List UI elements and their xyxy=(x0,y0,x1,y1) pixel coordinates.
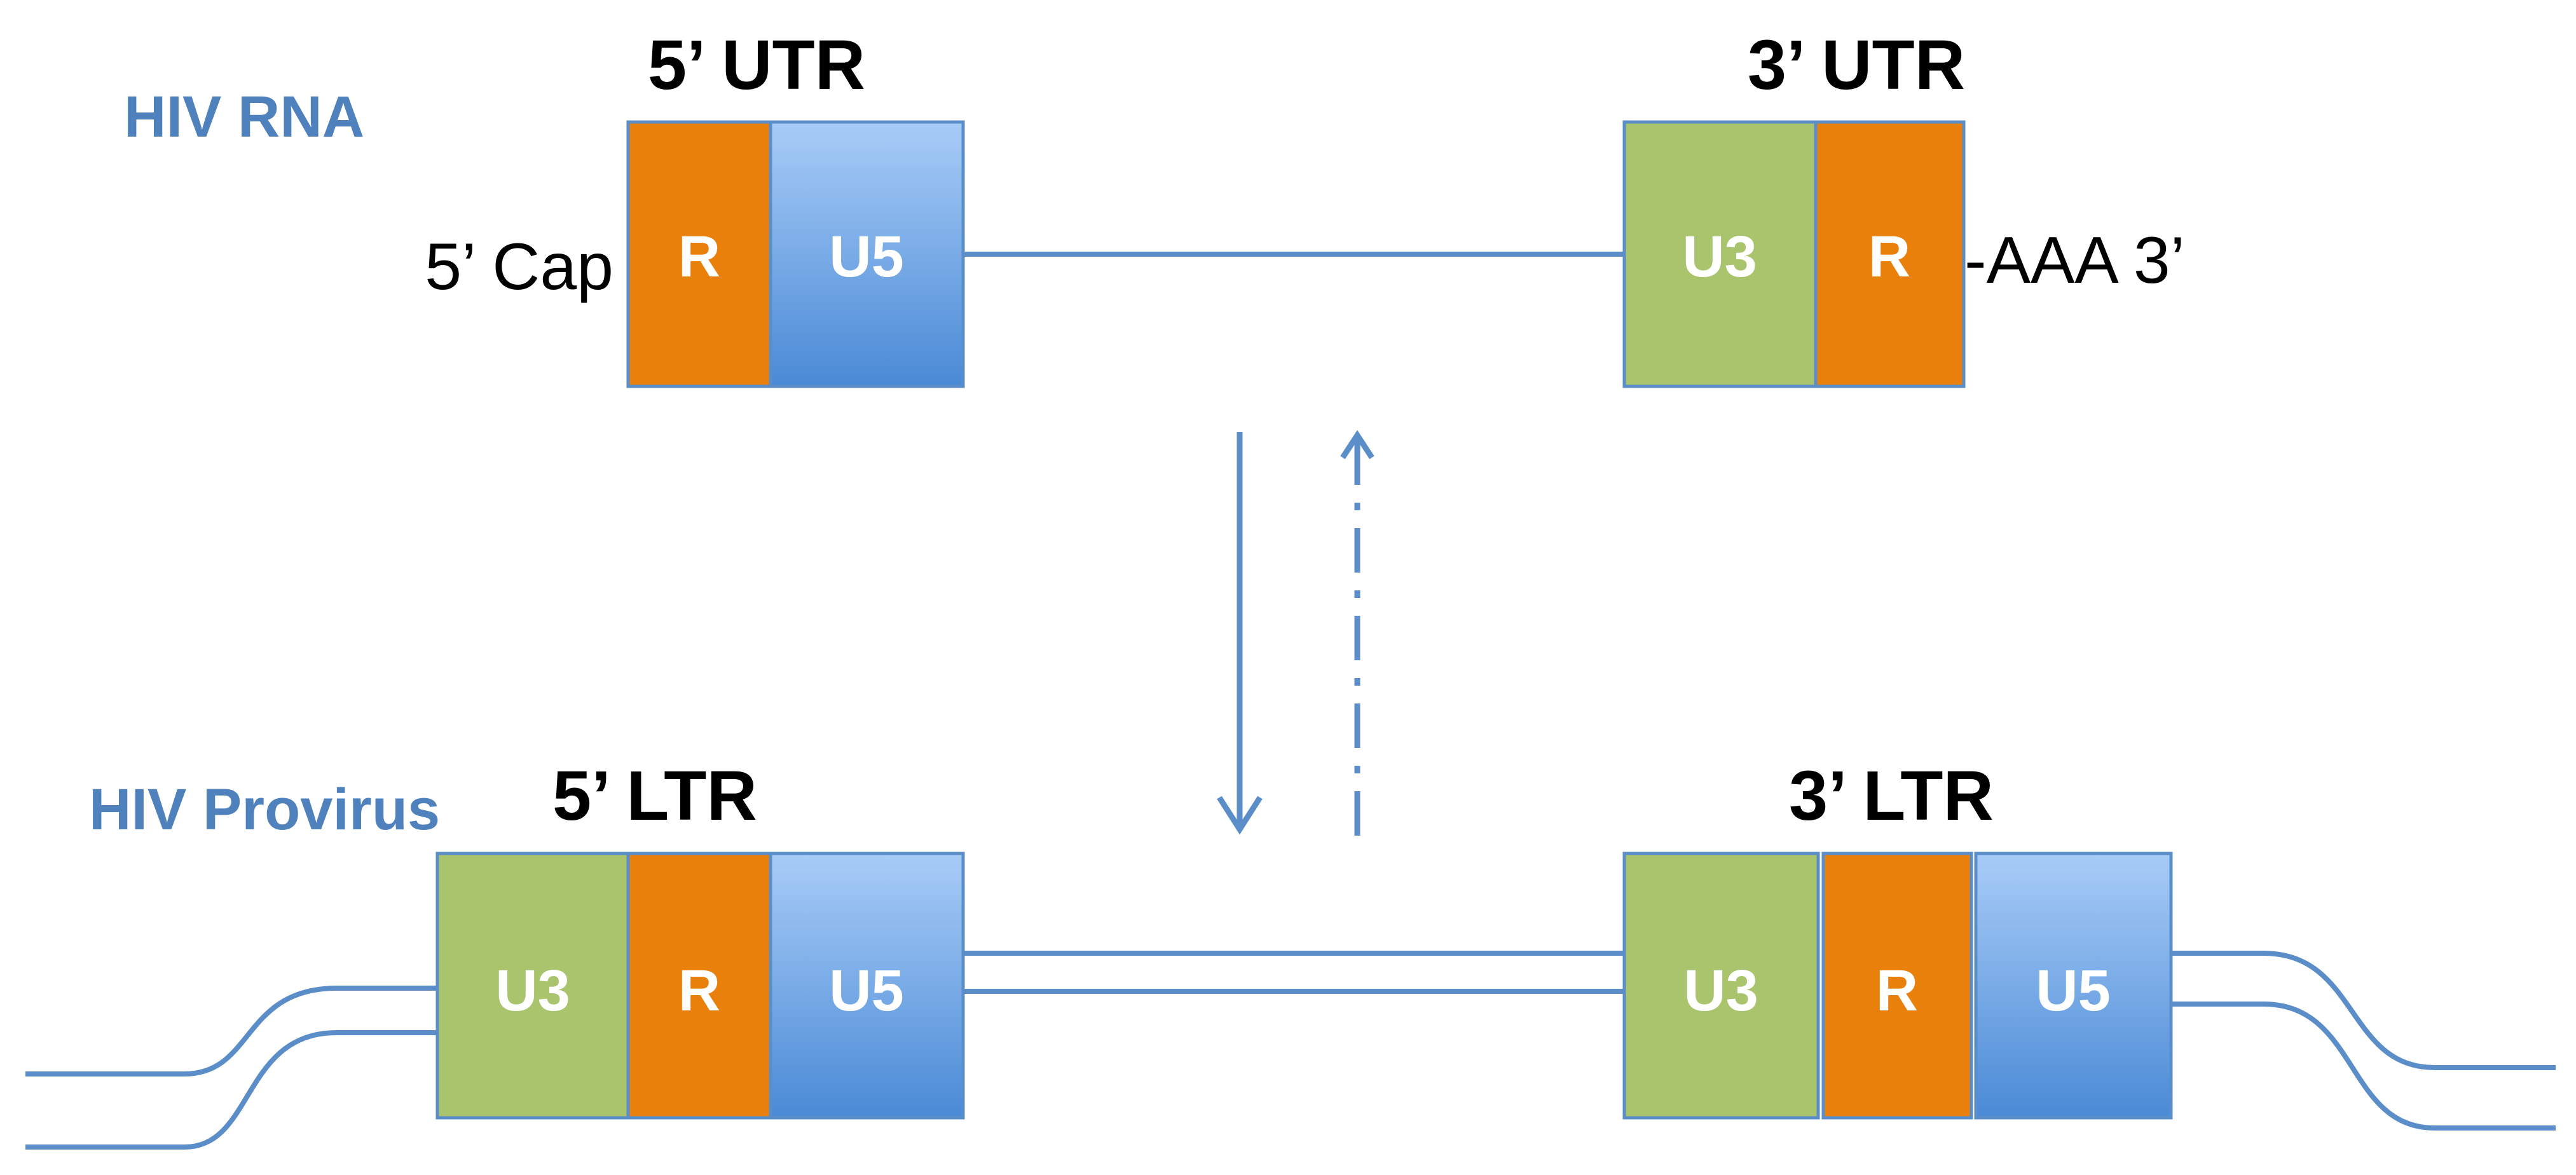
rna-segment-r-left: R xyxy=(626,120,772,388)
hiv-rna-label: HIV RNA xyxy=(124,85,364,149)
rna-segment-r-right: R xyxy=(1814,120,1966,388)
rna-segment-u5-left-label: U5 xyxy=(829,224,904,289)
host-dna-right xyxy=(2171,951,2556,1131)
ltr5-title: 5’ LTR xyxy=(552,757,757,835)
ltr3-title: 3’ LTR xyxy=(1789,757,1994,835)
hiv-provirus-label: HIV Provirus xyxy=(89,777,440,842)
transcription-arrow xyxy=(1340,430,1374,836)
rna-segment-u5-left: U5 xyxy=(769,120,965,388)
provirus-segment-r-left-label: R xyxy=(678,958,720,1023)
provirus-segment-u5-left: U5 xyxy=(769,852,965,1120)
reverse-transcription-arrow xyxy=(1217,432,1263,835)
rna-segment-r-right-label: R xyxy=(1868,224,1910,289)
provirus-segment-u3-right-label: U3 xyxy=(1683,958,1758,1023)
tail-label: -AAA 3’ xyxy=(1964,224,2185,297)
provirus-segment-r-left: R xyxy=(626,852,772,1120)
cap-label: 5’ Cap xyxy=(425,230,613,304)
rna-segment-r-left-label: R xyxy=(678,224,720,289)
provirus-segment-u3-left-label: U3 xyxy=(495,958,570,1023)
provirus-segment-u5-right-label: U5 xyxy=(2036,958,2111,1023)
provirus-segment-u5-right: U5 xyxy=(1974,852,2173,1120)
provirus-segment-u3-left: U3 xyxy=(435,852,630,1120)
provirus-segment-r-right-label: R xyxy=(1876,958,1918,1023)
rna-segment-u3-right-label: U3 xyxy=(1682,224,1757,289)
provirus-segment-u3-right: U3 xyxy=(1622,852,1820,1120)
host-dna-left xyxy=(25,986,437,1150)
utr5-title: 5’ UTR xyxy=(648,26,865,104)
provirus-segment-u5-left-label: U5 xyxy=(829,958,904,1023)
provirus-strand xyxy=(963,951,1624,994)
rna-segment-u3-right: U3 xyxy=(1622,120,1818,388)
utr3-title: 3’ UTR xyxy=(1748,26,1965,104)
provirus-segment-r-right: R xyxy=(1821,852,1973,1120)
